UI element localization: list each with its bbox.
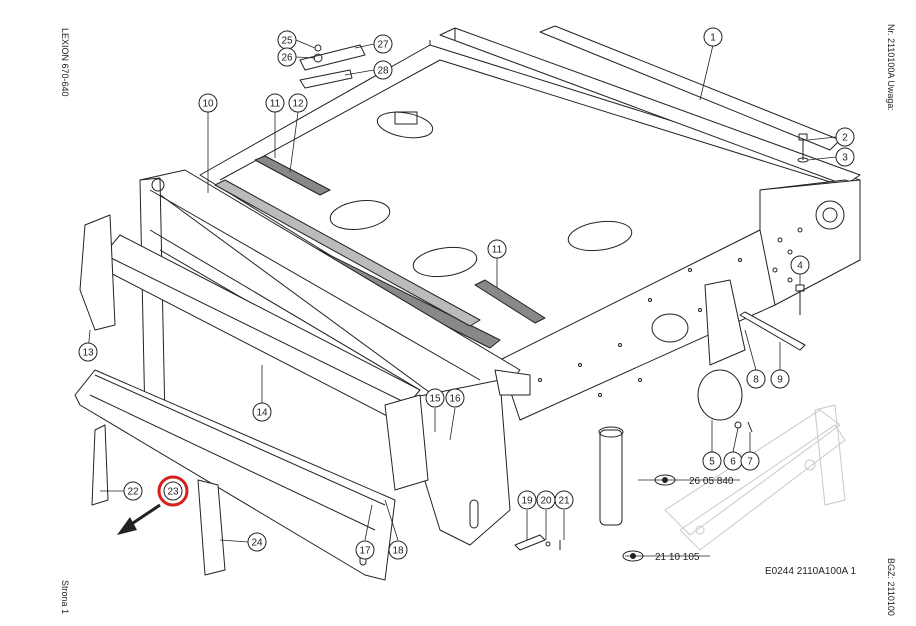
callout-label: 11 <box>270 99 281 110</box>
callout-label: 19 <box>521 496 533 507</box>
callout-19: 19 <box>517 490 537 510</box>
callout-label: 18 <box>392 546 404 557</box>
front-frame <box>139 169 531 546</box>
callout-label: 22 <box>127 487 139 498</box>
callout-11: 11 <box>487 239 507 259</box>
callout-27: 27 <box>373 34 393 54</box>
callout-label: 25 <box>281 36 293 47</box>
front-cover <box>74 369 396 581</box>
callout-5: 5 <box>702 451 722 471</box>
callout-label: 7 <box>747 457 753 468</box>
callout-9: 9 <box>770 369 790 389</box>
callout-label: 5 <box>709 457 715 468</box>
callout-22: 22 <box>123 481 143 501</box>
callout-label: 14 <box>256 408 268 419</box>
callout-label: 27 <box>377 40 389 51</box>
callout-label: 4 <box>797 261 803 272</box>
callout-label: 10 <box>202 99 214 110</box>
callout-28: 28 <box>373 60 393 80</box>
highlight-ring <box>157 475 189 507</box>
eye-icon <box>622 474 676 562</box>
callout-label: 2 <box>842 133 848 144</box>
bracket-22 <box>91 424 109 506</box>
callout-label: 16 <box>449 394 461 405</box>
callout-11: 11 <box>265 93 285 113</box>
callout-20: 20 <box>536 490 556 510</box>
drawing-code: E0244 2110A100A 1 <box>765 566 856 577</box>
arrow-23 <box>117 503 161 535</box>
cylinder <box>598 426 624 526</box>
callout-25: 25 <box>277 30 297 50</box>
callout-label: 12 <box>292 99 304 110</box>
callout-label: 21 <box>558 496 570 507</box>
callout-label: 13 <box>82 348 94 359</box>
callout-label: 1 <box>710 33 716 44</box>
callout-1: 1 <box>703 27 723 47</box>
callout-label: 6 <box>730 457 736 468</box>
callout-7: 7 <box>740 451 760 471</box>
callout-6: 6 <box>723 451 743 471</box>
callout-label: 20 <box>540 496 552 507</box>
callout-23: 23 <box>163 481 183 501</box>
callout-18: 18 <box>388 540 408 560</box>
callout-label: 9 <box>777 375 783 386</box>
callout-15: 15 <box>425 388 445 408</box>
reference-26-05-840: 26 05 840 <box>689 476 734 487</box>
callout-2: 2 <box>835 127 855 147</box>
callout-label: 11 <box>492 245 503 256</box>
callout-label: 3 <box>842 153 848 164</box>
callout-24: 24 <box>247 532 267 552</box>
callout-12: 12 <box>288 93 308 113</box>
left-plate <box>79 214 116 331</box>
callout-10: 10 <box>198 93 218 113</box>
callout-label: 8 <box>753 375 759 386</box>
top-openings <box>329 111 633 278</box>
bracket-24 <box>197 479 226 576</box>
side-strip <box>739 311 806 351</box>
ghost-assembly <box>664 404 846 551</box>
callout-label: 26 <box>281 53 293 64</box>
callout-16: 16 <box>445 388 465 408</box>
callout-21: 21 <box>554 490 574 510</box>
reference-21-10-105: 21 10 105 <box>655 552 700 563</box>
long-beam <box>94 234 429 491</box>
callout-4: 4 <box>790 255 810 275</box>
callout-label: 28 <box>377 66 389 77</box>
callout-label: 17 <box>359 546 371 557</box>
callout-label: 15 <box>429 394 441 405</box>
small-parts-bottom <box>514 534 561 551</box>
callout-14: 14 <box>252 402 272 422</box>
callout-8: 8 <box>746 369 766 389</box>
callout-13: 13 <box>78 342 98 362</box>
callout-17: 17 <box>355 540 375 560</box>
round-cover <box>697 369 753 433</box>
housing-side <box>499 229 776 421</box>
callout-label: 24 <box>251 538 263 549</box>
small-parts-top <box>299 44 366 89</box>
callout-label: 23 <box>167 487 179 498</box>
right-casting <box>759 179 861 306</box>
callout-3: 3 <box>835 147 855 167</box>
callout-26: 26 <box>277 47 297 67</box>
